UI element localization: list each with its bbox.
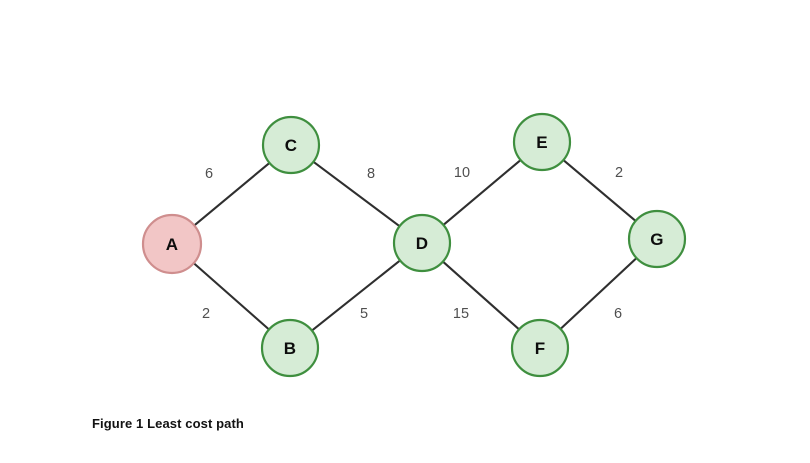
edge-weight-f-g: 6 [614,306,622,322]
node-circle-g[interactable] [627,209,687,269]
node-circle-f[interactable] [510,318,570,378]
node-label-a: A [166,235,178,254]
graph-edge-c-d [311,160,402,228]
node-circle-c[interactable] [261,115,321,175]
node-label-g: G [650,230,663,249]
graph-edge-f-g [558,256,639,331]
node-label-e: E [536,133,548,152]
figure-caption: Figure 1 Least cost path [92,416,244,431]
node-circle-b[interactable] [260,318,320,378]
node-label-d: D [416,234,428,253]
graph-node-d[interactable]: D [392,213,452,273]
node-circle-d[interactable] [392,213,452,273]
graph-node-a[interactable]: A [141,213,203,275]
graph-edge-weights-layer: 6 2 8 5 10 15 2 6 [202,165,623,322]
node-label-c: C [285,136,297,155]
edge-weight-e-g: 2 [615,165,623,181]
edge-weight-c-d: 8 [367,166,375,182]
edge-weight-b-d: 5 [360,306,368,322]
edge-weight-d-e: 10 [454,165,470,181]
edge-weight-a-c: 6 [205,166,213,182]
edge-weight-a-b: 2 [202,306,210,322]
graph-edge-a-b [191,261,271,332]
graph-node-e[interactable]: E [512,112,572,172]
graph-node-c[interactable]: C [261,115,321,175]
graph-node-f[interactable]: F [510,318,570,378]
graph-edge-d-f [441,259,521,332]
node-label-b: B [284,339,296,358]
node-circle-a[interactable] [141,213,203,275]
graph-edge-a-c [192,161,272,228]
graph-node-b[interactable]: B [260,318,320,378]
graph-edges-layer [191,158,639,333]
graph-edge-b-d [310,258,402,333]
graph-edge-e-g [561,158,638,223]
graph-node-g[interactable]: G [627,209,687,269]
graph-edge-d-e [441,158,523,227]
node-label-f: F [535,339,546,358]
node-circle-e[interactable] [512,112,572,172]
graph-nodes-layer: A B C D E F G [141,112,687,378]
edge-weight-d-f: 15 [453,306,469,322]
